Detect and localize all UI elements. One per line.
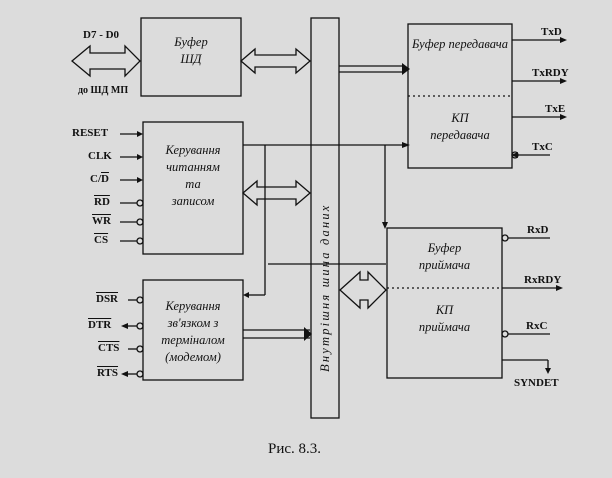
buffer-db-label-line1: Буфер bbox=[174, 35, 208, 49]
rts-label: RTS bbox=[97, 367, 119, 379]
dtr-arrowhead bbox=[121, 323, 128, 329]
rd-label: RD bbox=[94, 196, 110, 208]
modem-control-label-line2: зв'язком з bbox=[167, 315, 219, 330]
wr-inversion-circle bbox=[136, 218, 144, 226]
rw-control-label-line4: записом bbox=[171, 193, 215, 208]
bus-rx-arrowhead bbox=[382, 222, 388, 229]
rw-control-label-line2: читанням bbox=[166, 159, 220, 174]
to-db-mp-label: до ШД МП bbox=[78, 85, 129, 96]
rts-inversion-circle bbox=[136, 370, 144, 378]
txe-arrowhead bbox=[560, 114, 567, 120]
rxrdy-arrowhead bbox=[556, 285, 563, 291]
tx-buffer-label-text: Буфер передавача bbox=[411, 37, 509, 51]
cts-label: CTS bbox=[98, 342, 120, 354]
buffer-db-block bbox=[140, 17, 242, 97]
cs-inversion-circle bbox=[136, 237, 144, 245]
bus-label: Внутрішня шина даних bbox=[318, 203, 332, 372]
reset-arrowhead bbox=[137, 131, 143, 137]
txc-arrowhead bbox=[511, 152, 518, 158]
rx-buffer-label: Буфер приймача bbox=[387, 240, 502, 274]
tx-cp-label: КП передавача bbox=[408, 110, 512, 144]
syndet-label: SYNDET bbox=[514, 377, 559, 389]
txc-label: TxC bbox=[532, 141, 553, 153]
bus-tx-arrowhead bbox=[402, 63, 410, 75]
txd-arrowhead bbox=[560, 37, 567, 43]
rxd-inversion-circle bbox=[501, 234, 509, 242]
dsr-inversion-circle bbox=[136, 296, 144, 304]
modem-control-label-line4: (модемом) bbox=[165, 349, 221, 364]
figure-caption: Рис. 8.3. bbox=[268, 441, 322, 457]
rx-cp-label-line2: приймача bbox=[418, 319, 471, 334]
clk-arrowhead bbox=[137, 154, 143, 160]
rxd-label: RxD bbox=[527, 224, 549, 236]
rw-control-label-line1: Керування bbox=[165, 143, 221, 157]
modem-control-label: Керування зв'язком з терміналом (модемом… bbox=[143, 298, 243, 366]
rts-arrowhead bbox=[121, 371, 128, 377]
rw-modem-arrowhead bbox=[243, 292, 249, 298]
tx-buffer-label: Буфер передавача bbox=[408, 36, 512, 53]
wr-label: WR bbox=[92, 215, 111, 227]
rx-buffer-label-line1: Буфер bbox=[427, 241, 462, 255]
tx-cp-label-line1: КП bbox=[451, 111, 469, 125]
bus-rx-double-arrow bbox=[339, 270, 387, 310]
dtr-label: DTR bbox=[88, 319, 112, 331]
modem-control-label-line1: Керування bbox=[165, 299, 221, 313]
rw-tx-arrowhead bbox=[402, 142, 410, 148]
rxc-inversion-circle bbox=[501, 330, 509, 338]
buffer-db-label: Буфер ШД bbox=[141, 34, 241, 68]
rx-block bbox=[386, 227, 503, 379]
rw-control-label: Керування читанням та записом bbox=[143, 142, 243, 210]
rx-buffer-label-line2: приймача bbox=[418, 257, 471, 272]
rxc-label: RxC bbox=[526, 320, 548, 332]
internal-data-bus bbox=[310, 17, 340, 419]
cd-label: C/D bbox=[90, 174, 109, 185]
buffer-db-label-line2: ШД bbox=[180, 51, 202, 66]
txrdy-arrowhead bbox=[560, 78, 567, 84]
rx-cp-label: КП приймача bbox=[387, 302, 502, 336]
rw-control-block bbox=[142, 121, 244, 255]
cs-label: CS bbox=[94, 234, 109, 246]
dtr-inversion-circle bbox=[136, 322, 144, 330]
modem-control-label-line3: терміналом bbox=[161, 332, 225, 347]
tx-cp-label-line2: передавача bbox=[430, 127, 490, 142]
cd-label-d: D bbox=[101, 173, 109, 185]
d7-d0-double-arrow bbox=[70, 44, 141, 78]
rw-bus-double-arrow bbox=[242, 179, 311, 207]
cd-label-c: C/ bbox=[90, 173, 101, 185]
rw-control-label-line3: та bbox=[185, 176, 201, 191]
rx-cp-label-line1: КП bbox=[435, 303, 454, 317]
cd-arrowhead bbox=[137, 177, 143, 183]
dsr-label: DSR bbox=[96, 293, 119, 305]
rd-inversion-circle bbox=[136, 199, 144, 207]
d7-d0-label: D7 - D0 bbox=[83, 29, 120, 41]
reset-label: RESET bbox=[72, 127, 109, 139]
cts-inversion-circle bbox=[136, 345, 144, 353]
txd-label: TxD bbox=[541, 26, 562, 38]
txrdy-label: TxRDY bbox=[532, 67, 569, 79]
txe-label: TxE bbox=[545, 103, 566, 115]
modem-bus-arrowhead bbox=[304, 327, 312, 341]
bufdb-bus-double-arrow bbox=[240, 47, 311, 75]
clk-label: CLK bbox=[88, 150, 112, 162]
rxrdy-label: RxRDY bbox=[524, 274, 562, 286]
syndet-arrowhead bbox=[545, 368, 551, 374]
